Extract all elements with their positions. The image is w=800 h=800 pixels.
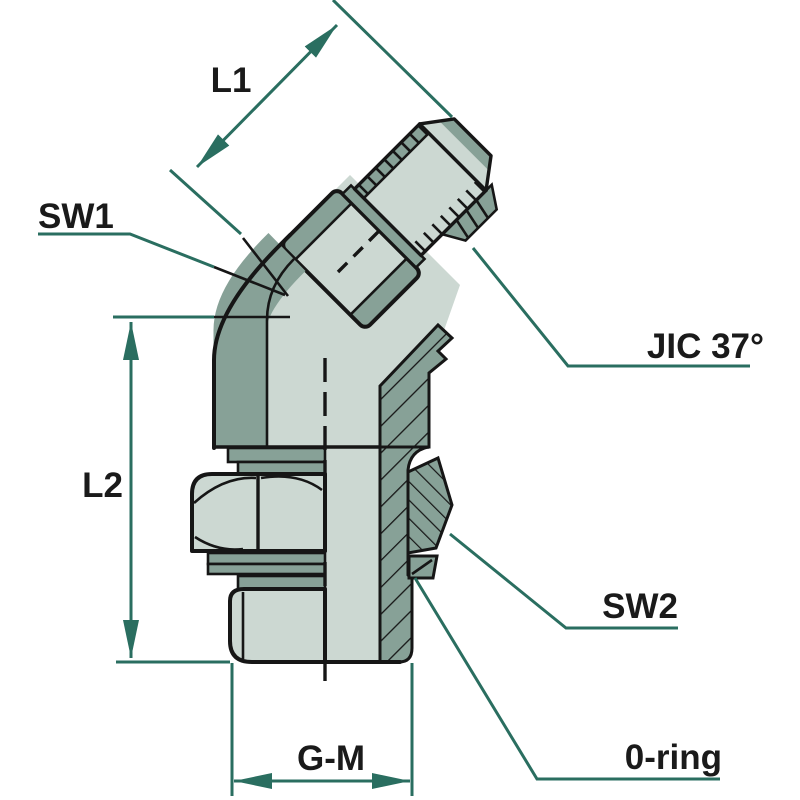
bend-hex-edge [241,237,290,297]
washer-3 [206,551,327,566]
label-sw2: SW2 [602,587,678,626]
sw2-leader [449,532,678,630]
port-thread [352,122,488,258]
label-oring: 0-ring [625,738,722,777]
section-right-side [378,322,455,664]
port-hex [281,188,422,329]
fitting-body [190,117,499,681]
jic-leader [471,247,750,368]
jic-angled-port [281,117,499,329]
l1-extension-lower [168,168,243,236]
o-ring-section [407,554,439,580]
l1-dimension-line [195,23,339,169]
callout-sw2: SW2 [449,532,678,630]
thread-ticks [357,124,486,253]
dimension-l2: L2 [82,315,290,664]
left-exterior-stack [190,446,402,664]
bend-shaded-band [213,233,306,448]
label-l2: L2 [82,466,123,505]
washer-1 [226,446,327,464]
label-gm: G-M [297,739,365,778]
washer-4 [206,562,327,576]
oring-leader [413,577,720,781]
section-wall-upper [378,322,455,449]
stud-end [228,587,327,664]
dimension-gm: G-M [230,663,414,796]
locknut-section [406,455,454,555]
label-jic: JIC 37° [647,327,764,366]
callout-oring: 0-ring [413,577,722,781]
label-l1: L1 [211,61,252,100]
dimension-l1: L1 [168,0,454,236]
jic-cone-tip [417,117,493,193]
callout-sw1: SW1 [38,197,286,297]
centerlines [323,224,386,681]
l1-extension-upper [331,0,454,119]
hex-locknut [190,472,327,553]
callout-jic: JIC 37° [471,247,764,368]
label-sw1: SW1 [38,197,114,236]
sw1-leader [38,232,215,269]
